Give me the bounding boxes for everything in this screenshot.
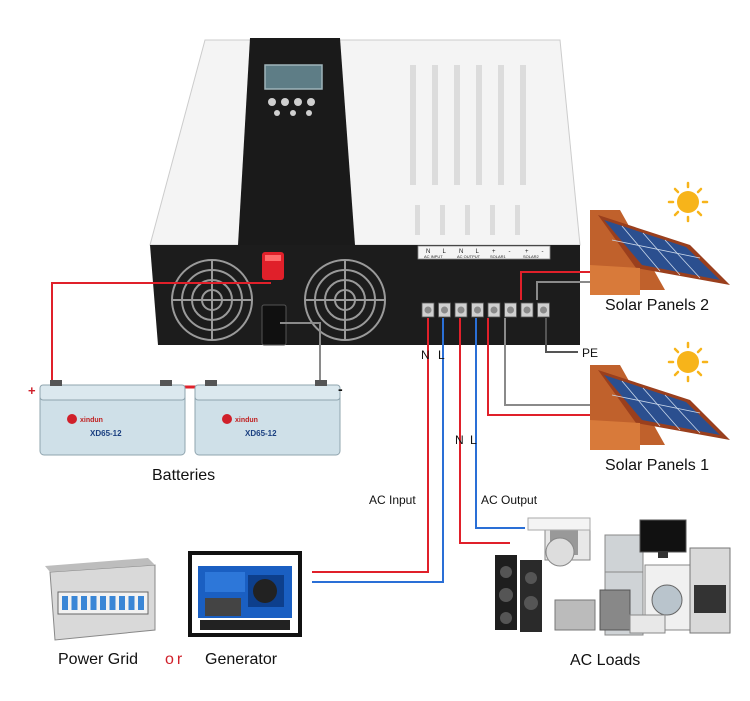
solar-panel-1 [590,365,730,450]
breaker-switch [90,596,97,610]
breaker-switch [138,596,144,610]
solar1-positive-wire [487,318,596,416]
terminal-letter: N [459,249,463,255]
input-l-label: L [438,348,445,362]
power-grid-label: Power Grid [58,651,139,668]
wires [51,271,596,583]
solar2-negative-wire [536,281,596,300]
breaker-switch [100,596,106,610]
pe-label: PE [582,346,599,360]
battery-negative-wire [280,322,321,385]
input-n-label: N [421,348,430,362]
inverter-vent-slots [410,65,526,235]
solar-panels-2-label: Solar Panels 2 [605,297,710,314]
terminal-letter: L [443,249,447,255]
solar-panel-2 [590,210,730,295]
battery-right: xindun XD65-12 [194,380,341,456]
terminal-letter: - [542,249,544,255]
pe-wire [545,318,578,353]
battery-positive-wire [51,282,271,385]
inverter: N L N L + - + - AC INPUT AC OUTPUT SOLAR1 SOLAR2 [149,38,581,346]
batteries-label: Batteries [152,467,216,484]
battery-model-text: XD65-12 [245,429,277,438]
terminal-screw [421,302,435,318]
sun-icon-2 [667,341,709,383]
generator-label: Generator [205,651,278,668]
battery-minus-label: - [338,381,343,397]
terminal-screw [454,302,468,318]
terminal-screw [520,302,534,318]
terminal-letter: - [509,249,511,255]
or-label: or [165,651,186,668]
battery-left: xindun XD65-12 [39,380,186,456]
breaker-switch [128,596,135,610]
breaker-switch [81,596,87,610]
ac-input-l-wire [312,318,444,583]
battery-brand-text: xindun [235,417,258,424]
solar2-positive-wire [520,271,596,300]
breaker-switch [119,596,125,610]
terminal-group-label: AC INPUT [424,254,443,259]
battery-brand-text: xindun [80,417,103,424]
terminal-group-label: AC OUTPUT [457,254,481,259]
inverter-lcd-display [264,64,323,90]
terminal-screw [471,302,484,318]
power-grid-panel [45,558,156,641]
battery-terminal-black [261,304,287,346]
right-fan [304,259,386,341]
terminal-letter: + [492,249,496,255]
terminal-screw [438,302,451,318]
output-l-label: L [470,433,477,447]
ac-loads-appliances [495,517,731,636]
breaker-switch [109,596,116,610]
terminal-letter: L [476,249,480,255]
sun-icon-1 [667,181,709,223]
ac-loads-label: AC Loads [570,652,641,669]
terminal-label-strip [417,245,551,260]
breaker-switch [62,596,68,610]
breaker-switch [71,596,78,610]
batteries: xindun XD65-12 xindun XD65-12 [39,380,341,456]
terminal-screw [504,302,517,318]
ac-output-n-wire [459,318,510,544]
terminal-group-label: SOLAR2 [523,254,540,259]
solar-panels-1-label: Solar Panels 1 [605,457,710,474]
left-fan [171,259,253,341]
battery-model-text: XD65-12 [90,429,122,438]
inverter-buttons [268,98,315,116]
terminal-letter: + [525,249,529,255]
solar1-negative-wire [504,318,596,406]
ac-output-l-wire [475,318,525,529]
terminal-screw [537,302,550,318]
terminal-letter: N [426,249,430,255]
ac-output-label: AC Output [481,493,538,507]
terminal-screw [487,302,501,318]
output-n-label: N [455,433,464,447]
battery-plus-label: + [28,383,36,398]
terminal-group-label: SOLAR1 [490,254,507,259]
ac-input-label: AC Input [369,493,416,507]
generator [188,551,302,637]
ac-input-n-wire [312,318,429,573]
